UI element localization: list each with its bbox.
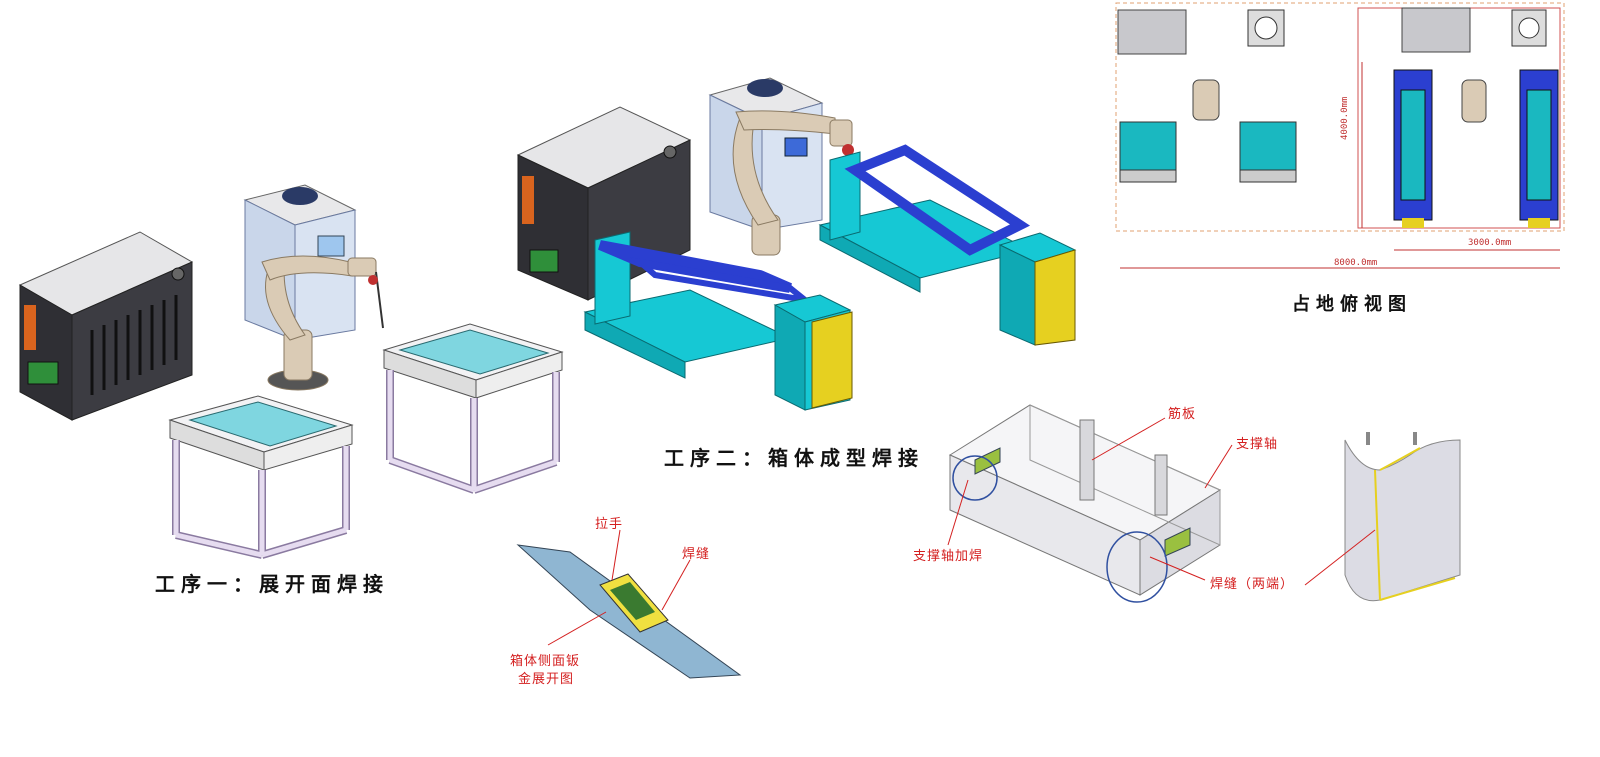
- positioner-front: [583, 231, 853, 411]
- label-rib-plate: 筋板: [1168, 407, 1197, 422]
- welding-robot-1: [261, 255, 384, 391]
- label-weld-seam: 焊缝: [682, 547, 711, 562]
- dimension-width-total: 8000.0mm: [1334, 258, 1378, 268]
- process-one-title: 工序一：展开面焊接: [155, 572, 389, 596]
- label-weld-seam-both-ends: 焊缝（两端）: [1210, 577, 1295, 592]
- label-sheet-unfold-line1: 箱体侧面钣: [510, 654, 581, 669]
- positioner-back: [818, 144, 1077, 346]
- label-support-shaft: 支撑轴: [1236, 437, 1279, 452]
- welding-table-2: [382, 323, 564, 494]
- welding-robot-2: [732, 110, 854, 256]
- floor-plan-title: 占地俯视图: [1292, 294, 1412, 315]
- welding-table-1: [168, 395, 354, 559]
- label-support-shaft-weld: 支撑轴加焊: [913, 549, 984, 564]
- label-sheet-unfold-line2: 金展开图: [518, 672, 575, 687]
- welding-power-cabinet-1: [18, 231, 194, 421]
- process-two-title: 工序二：箱体成型焊接: [664, 446, 924, 470]
- label-pull-handle: 拉手: [595, 517, 624, 532]
- dimension-width-small: 3000.0mm: [1468, 238, 1512, 248]
